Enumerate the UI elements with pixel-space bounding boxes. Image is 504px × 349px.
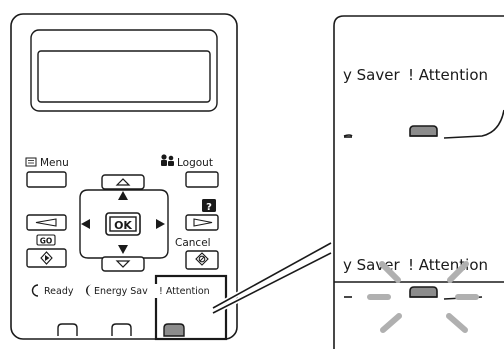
- callout-top-energy-saver: y Saver: [343, 66, 400, 84]
- ready-indicator: Ready: [31, 284, 74, 297]
- go-label: GO: [40, 237, 53, 246]
- callout-lines: [211, 240, 333, 316]
- ready-icon: [31, 284, 39, 297]
- cancel-key[interactable]: [185, 250, 219, 270]
- energy-saver-label: Energy Saver: [94, 286, 158, 297]
- callout-top-attention: ! Attention: [408, 66, 488, 84]
- back-key-icon: [35, 218, 57, 227]
- callout-top-attention-led: [409, 125, 438, 137]
- nav-outline: [79, 189, 169, 259]
- blink-ray-lower-left: [380, 313, 402, 333]
- ready-label: Ready: [44, 286, 74, 297]
- menu-icon: [25, 157, 37, 167]
- arrow-up-icon[interactable]: [118, 191, 128, 200]
- ok-label: OK: [114, 219, 132, 232]
- callout-top: y Saver ! Attention: [343, 66, 504, 139]
- navigation-cluster: OK: [79, 174, 169, 272]
- attention-label: ! Attention: [159, 286, 210, 297]
- back-key[interactable]: [26, 214, 67, 231]
- operation-panel: Menu Logout OK: [10, 13, 238, 341]
- logout-text: Logout: [177, 157, 213, 169]
- moon-icon: [86, 284, 92, 297]
- menu-key[interactable]: [26, 171, 67, 188]
- leader-line-upper: [212, 242, 332, 309]
- select-key[interactable]: [185, 214, 219, 231]
- logout-key[interactable]: [185, 171, 219, 188]
- select-key-icon: [193, 218, 213, 227]
- leader-line-lower: [212, 252, 332, 314]
- blink-ray-upper-left: [379, 261, 401, 283]
- arrow-down-icon[interactable]: [118, 245, 128, 254]
- display-bezel: [30, 29, 218, 112]
- lcd-display: [37, 50, 211, 103]
- cancel-label: Cancel: [175, 237, 211, 249]
- blink-ray-upper-right: [447, 261, 469, 283]
- start-icon: [40, 251, 53, 265]
- arrow-right-icon[interactable]: [156, 219, 165, 229]
- down-key[interactable]: [101, 256, 145, 272]
- go-badge: [36, 234, 56, 246]
- ready-led: [57, 323, 78, 336]
- energy-saver-led: [111, 323, 132, 336]
- callout-box: y Saver ! Attention y Saver ! Attention: [333, 15, 504, 349]
- callout-outline: [333, 15, 504, 349]
- callout-bottom-attention-led: [409, 286, 438, 298]
- energy-saver-indicator: Energy Saver: [86, 284, 158, 297]
- help-icon: ?: [206, 202, 212, 213]
- users-icon: [161, 154, 174, 166]
- stop-icon: [195, 252, 209, 266]
- blink-ray-lower-right: [446, 313, 468, 333]
- up-key-icon: [115, 178, 131, 186]
- logout-label: Logout: [161, 154, 213, 169]
- callout-bottom-attention: ! Attention: [408, 256, 488, 274]
- down-key-icon: [115, 260, 131, 268]
- menu-label: Menu: [25, 157, 69, 169]
- blink-rays: [367, 261, 479, 333]
- up-key[interactable]: [101, 174, 145, 190]
- menu-text: Menu: [40, 157, 69, 169]
- callout-bottom: y Saver ! Attention: [334, 256, 504, 333]
- attention-led: [163, 323, 185, 337]
- ok-key[interactable]: [105, 212, 141, 236]
- panel-outline: [10, 13, 238, 340]
- help-badge: [202, 199, 216, 212]
- arrow-left-icon[interactable]: [81, 219, 90, 229]
